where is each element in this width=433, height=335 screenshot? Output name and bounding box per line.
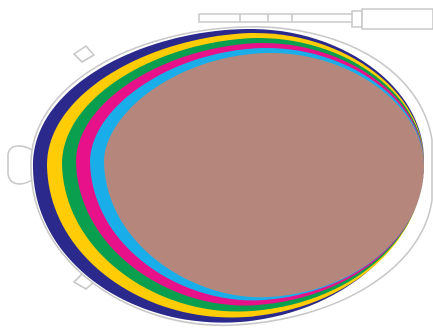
left-nubs-outline bbox=[7, 45, 95, 290]
egg-core bbox=[104, 52, 424, 298]
rod-handle-outline bbox=[198, 8, 433, 30]
